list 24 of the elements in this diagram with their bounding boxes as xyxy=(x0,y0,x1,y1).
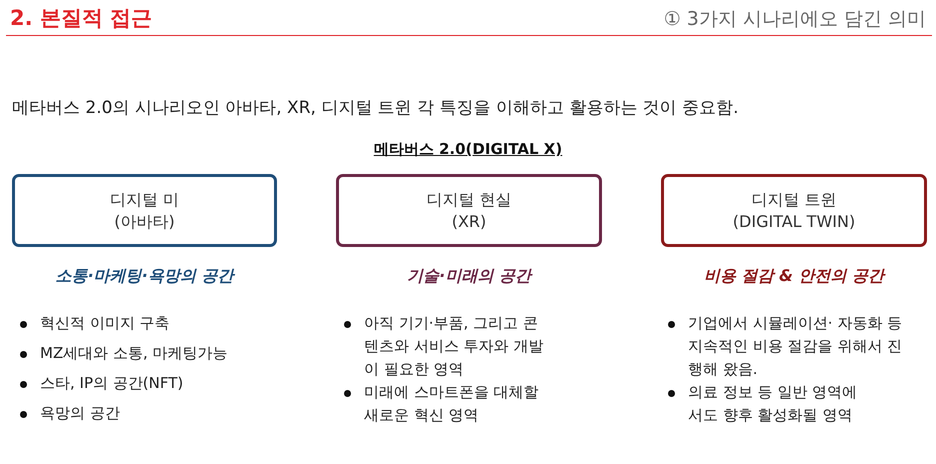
scenario-box xyxy=(661,174,927,247)
box-title: 디지털 미 xyxy=(110,188,180,210)
box-title: 디지털 트윈 xyxy=(751,188,837,210)
box-title: 디지털 현실 xyxy=(426,188,512,210)
scenario-box xyxy=(336,174,602,247)
header-note: ① 3가지 시나리에오 담긴 의미 xyxy=(664,7,926,32)
bullet-point: MZ세대와 소통, 마케팅가능 xyxy=(16,342,278,365)
bullet-point: 욕망의 공간 xyxy=(16,402,278,425)
intro-sentence: 메타버스 2.0의 시나리오인 아바타, XR, 디지털 트윈 각 특징을 이해하고 활용하는 것이 중요함. xyxy=(12,97,739,119)
box-subtitle: (아바타) xyxy=(114,210,175,232)
space-heading: 소통·마케팅·욕망의 공간 xyxy=(54,266,236,287)
bullet-point: 아직 기기·부품, 그리고 콘텐츠와 서비스 투자와 개발이 필요한 영역 xyxy=(340,312,552,381)
box-subtitle: (XR) xyxy=(452,210,486,232)
diagram-heading: 메타버스 2.0(DIGITAL X) xyxy=(372,140,564,159)
bullet-point: 혁신적 이미지 구축 xyxy=(16,312,278,335)
bullet-point: 의료 정보 등 일반 영역에서도 향후 활성화될 영역 xyxy=(664,381,864,427)
scenario-box xyxy=(12,174,277,247)
title: 2. 본질적 접근 xyxy=(10,5,152,32)
bullet-point: 스타, IP의 공간(NFT) xyxy=(16,372,278,395)
bullet-point: 기업에서 시뮬레이션· 자동화 등 지속적인 비용 절감을 위해서 진행해 왔음. xyxy=(664,312,904,381)
box-subtitle: (DIGITAL TWIN) xyxy=(732,210,856,232)
bullet-point: 미래에 스마트폰을 대체할 새로운 혁신 영역 xyxy=(340,381,552,427)
space-heading: 비용 절감 & 안전의 공간 xyxy=(702,266,887,287)
space-heading: 기술·미래의 공간 xyxy=(406,266,534,287)
